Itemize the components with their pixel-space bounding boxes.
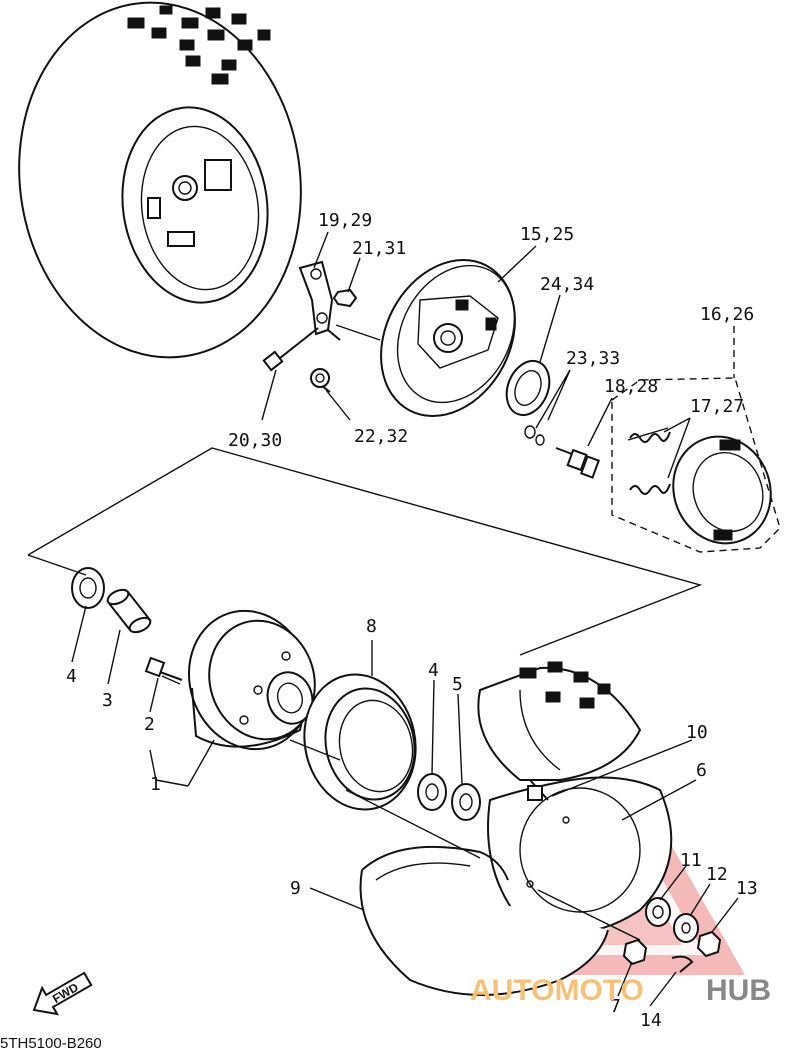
brake-camshaft	[555, 447, 600, 479]
assembly-lines	[27, 324, 703, 941]
label-2: 2	[144, 714, 155, 735]
label-17-27: 17,27	[690, 396, 744, 417]
label-21-31: 21,31	[352, 238, 406, 259]
tire-lower-half	[359, 845, 609, 996]
brake-shoe-set	[611, 377, 781, 553]
oil-seal	[505, 359, 551, 417]
tire-tread	[127, 5, 271, 85]
label-5: 5	[452, 674, 463, 695]
lever-washer	[310, 368, 331, 393]
drawing-code: 5TH5100-B260	[0, 1035, 102, 1052]
rim-outer-half	[477, 661, 642, 781]
callout-leaders	[71, 231, 739, 1007]
wheel-nut	[622, 938, 648, 966]
axle-nut	[645, 897, 671, 927]
wheel-hub	[187, 609, 316, 751]
label-15-25: 15,25	[520, 224, 574, 245]
hub-ring	[303, 673, 417, 811]
bearing-left	[71, 567, 105, 609]
lever-bolt	[262, 327, 319, 372]
brake-shoe-plate	[380, 258, 516, 418]
label-6: 6	[696, 760, 707, 781]
rim-inner-half	[487, 776, 673, 934]
label-4-right: 4	[428, 660, 439, 681]
brake-camshaft-lever	[298, 260, 341, 341]
label-1: 1	[150, 774, 161, 795]
label-23-33: 23,33	[566, 348, 620, 369]
spacer	[106, 588, 152, 634]
label-18-28: 18,28	[604, 376, 658, 397]
label-22-32: 22,32	[354, 426, 408, 447]
label-12: 12	[706, 864, 728, 885]
castle-nut	[696, 930, 722, 958]
label-20-30: 20,30	[228, 430, 282, 451]
label-11: 11	[680, 850, 702, 871]
hub-bolt	[144, 656, 183, 685]
watermark-brand-auto: AUTOMOTO	[470, 974, 644, 1007]
cotter-pin	[671, 955, 694, 973]
label-13: 13	[736, 878, 758, 899]
forward-direction-arrow: FWD	[32, 971, 93, 1016]
label-4-left: 4	[66, 666, 77, 687]
valve-stem	[527, 779, 549, 801]
label-16-26: 16,26	[700, 304, 754, 325]
o-rings	[524, 425, 545, 446]
label-19-29: 19,29	[318, 210, 372, 231]
front-wheel-assembly-illustration	[18, 1, 302, 359]
label-14: 14	[640, 1010, 662, 1031]
label-24-34: 24,34	[540, 274, 594, 295]
label-9: 9	[290, 878, 301, 899]
label-10: 10	[686, 722, 708, 743]
lever-nut	[332, 288, 358, 308]
label-8: 8	[366, 616, 377, 637]
washer	[673, 913, 699, 943]
oil-seal-right	[451, 783, 481, 821]
label-7: 7	[610, 996, 621, 1017]
callout-labels: 19,29 21,31 15,25 24,34 16,26 23,33 18,2…	[66, 210, 758, 1031]
watermark-brand-hub: HUB	[706, 974, 771, 1007]
label-3: 3	[102, 690, 113, 711]
bearing-right	[417, 773, 447, 811]
